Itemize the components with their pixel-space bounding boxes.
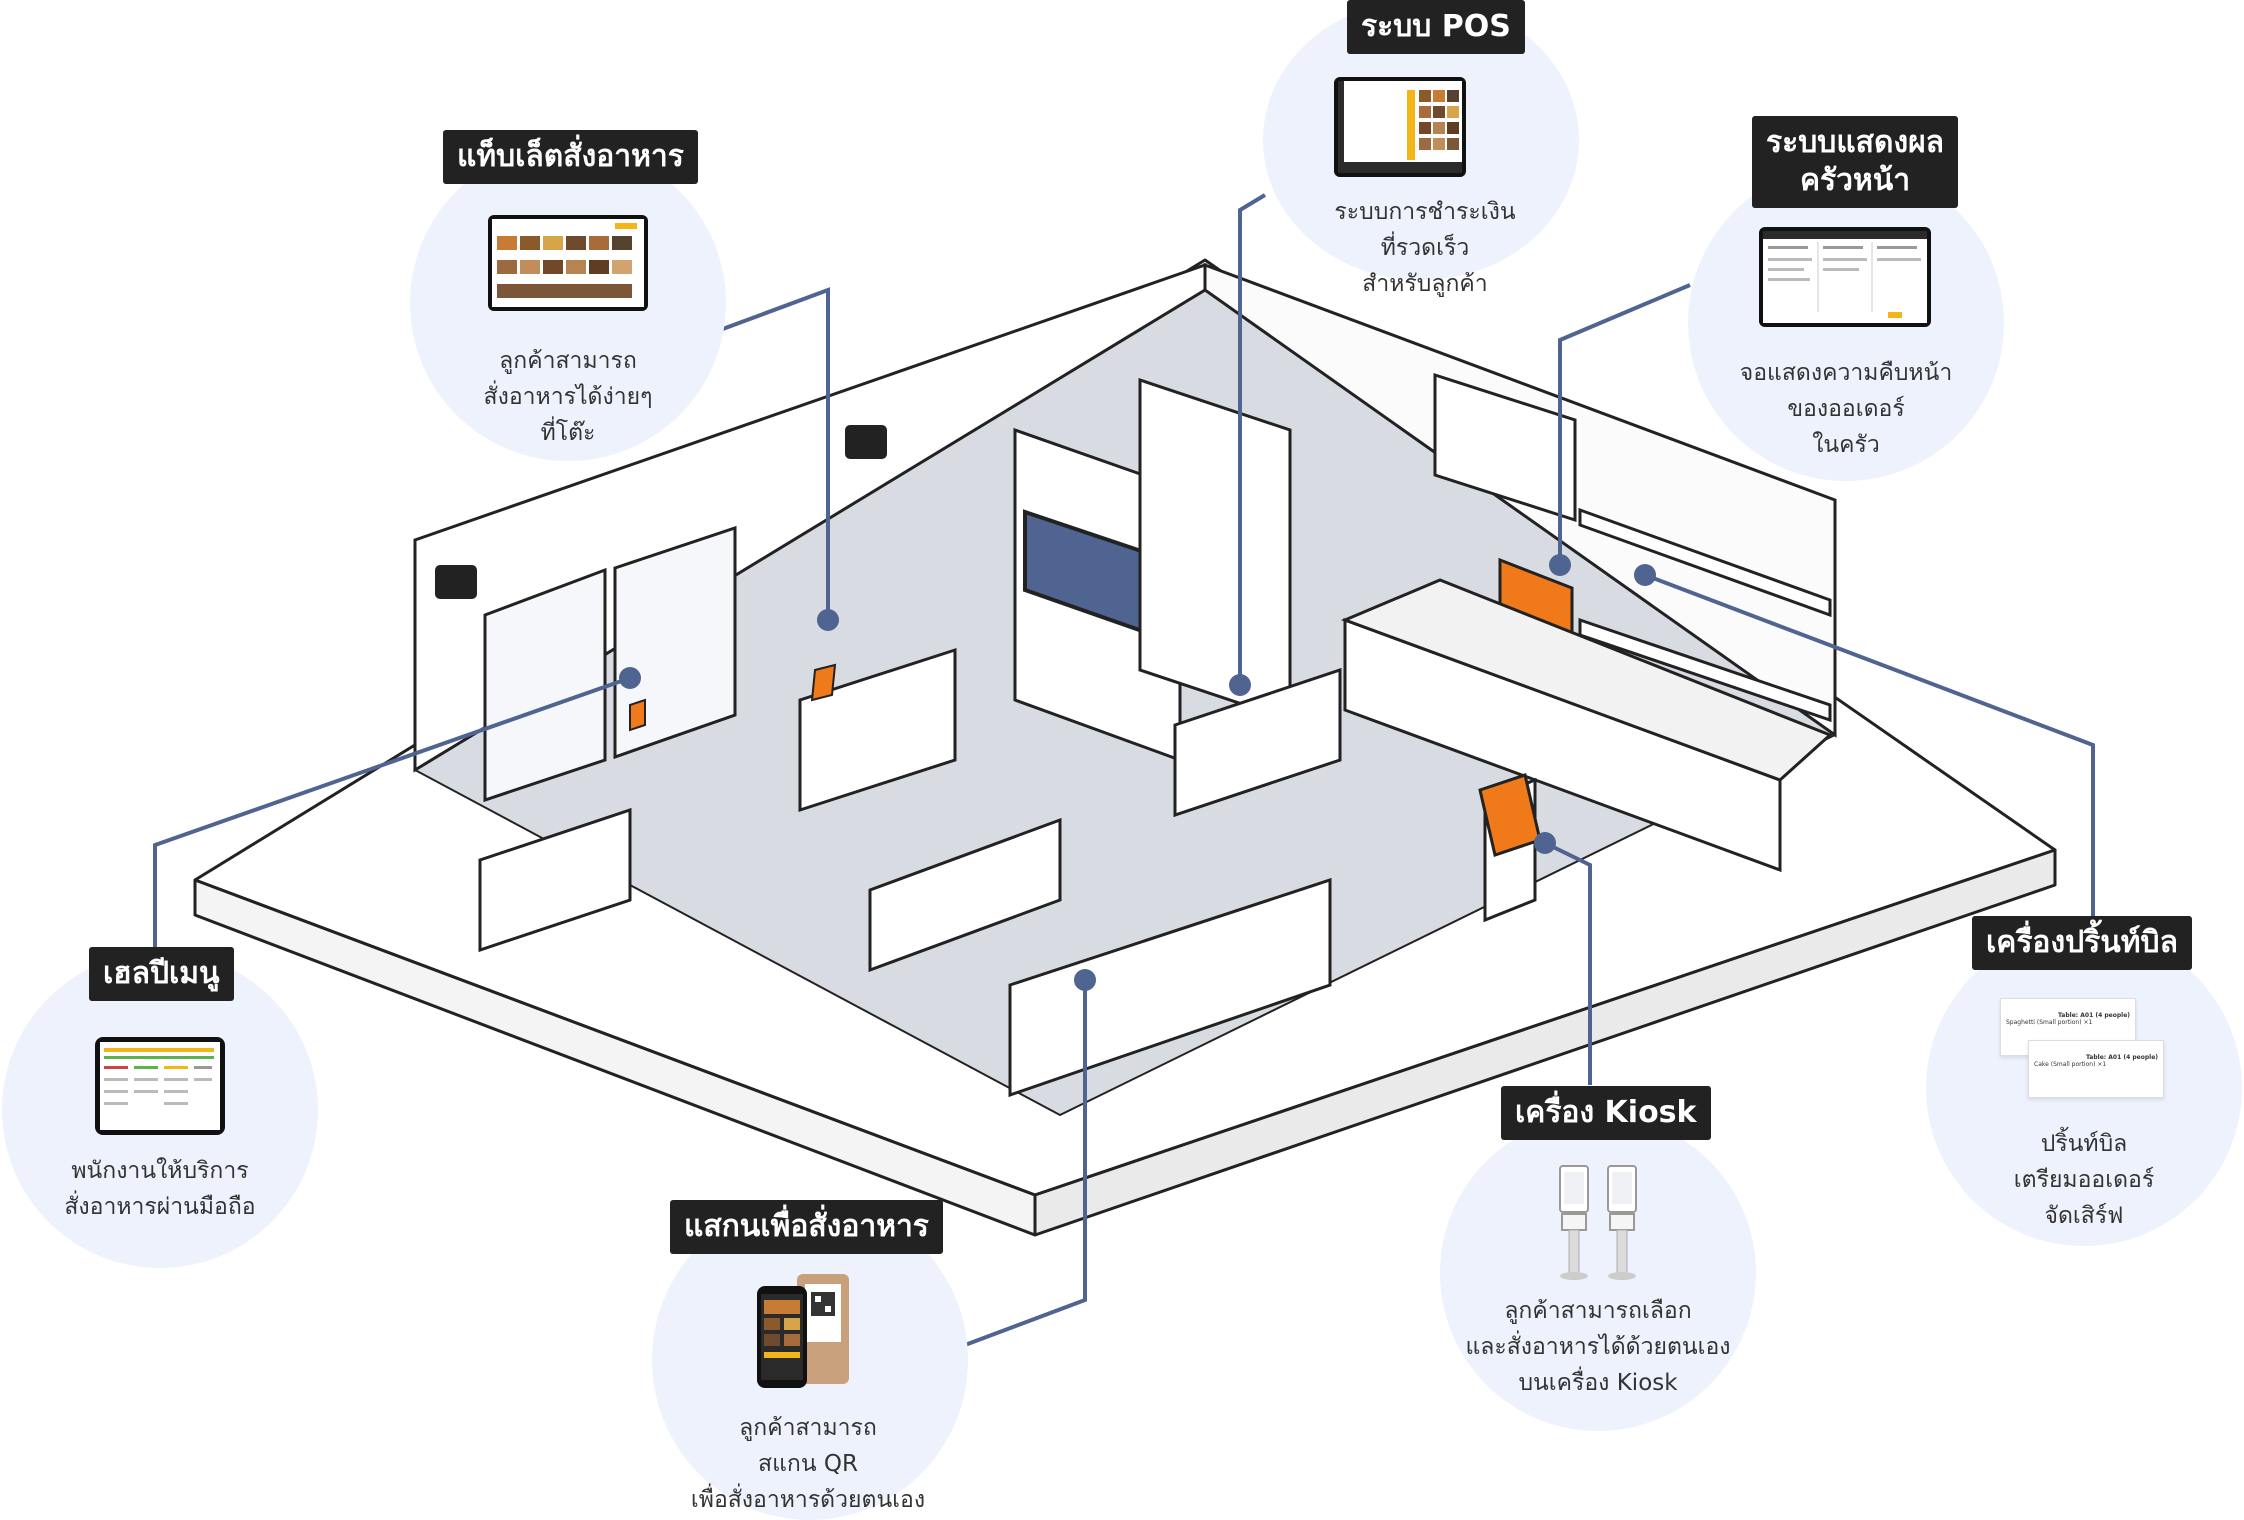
pos-label: ระบบ POS — [1347, 0, 1525, 54]
printer-label: เครื่องปริ้นท์บิล — [1972, 916, 2192, 970]
tablet-menu-screenshot — [488, 215, 648, 311]
receipt-item-2: Cake (Small portion) ×1 — [2034, 1061, 2107, 1068]
tablet-description: ลูกค้าสามารถ สั่งอาหารได้ง่ายๆ ที่โต๊ะ — [483, 348, 653, 446]
qr-phone-icon — [757, 1274, 849, 1388]
pos-terminal-screenshot — [1334, 77, 1466, 177]
callout-connector-lines — [153, 193, 2095, 1347]
kds-description: จอแสดงความคืบหน้า ของออเดอร์ ในครัว — [1739, 360, 1953, 458]
receipt-table-1: Table: A01 (4 people) — [2057, 1012, 2130, 1019]
table-tablet — [810, 663, 837, 702]
furniture — [478, 647, 1542, 1098]
kitchen-area — [1138, 372, 1833, 873]
callout-dots — [619, 554, 1656, 991]
receipt-item-1: Spaghetti (Small portion) ×1 — [2006, 1019, 2093, 1026]
receipt-front: Table: A01 (4 people) Cake (Small portio… — [2028, 1040, 2164, 1098]
callout-bubble-kiosk — [1440, 1115, 1756, 1431]
speaker-left — [435, 565, 477, 599]
kiosk-description: ลูกค้าสามารถเลือก และสั่งอาหารได้ด้วยตนเ… — [1465, 1298, 1731, 1396]
tablet-label: แท็บเล็ตสั่งอาหาร — [443, 130, 698, 184]
kitchen-display-screenshot — [1759, 227, 1931, 327]
handy-label: เฮลปีเมนู — [89, 947, 234, 1001]
kiosk-machine-icon — [1559, 1165, 1637, 1280]
kds-label: ระบบแสดงผล ครัวหน้า — [1752, 116, 1959, 208]
receipt-slip-icon: Table: A01 (4 people) Spaghetti (Small p… — [2000, 998, 2164, 1106]
handheld-device-screenshot — [95, 1037, 225, 1135]
handy-description: พนักงานให้บริการ สั่งอาหารผ่านมือถือ — [64, 1158, 256, 1220]
printer-description: ปริ้นท์บิล เตรียมออเดอร์ จัดเสิร์ฟ — [2013, 1131, 2155, 1229]
kiosk-label: เครื่อง Kiosk — [1501, 1086, 1711, 1140]
qr-label: แสกนเพื่อสั่งอาหาร — [670, 1200, 943, 1254]
handheld-device — [629, 698, 646, 732]
speaker-center — [845, 425, 887, 459]
qr-description: ลูกค้าสามารถ สแกน QR เพื่อสั่งอาหารด้วยต… — [690, 1415, 926, 1513]
pos-description: ระบบการชำระเงิน ที่รวดเร็ว สำหรับลูกค้า — [1334, 199, 1516, 297]
receipt-table-2: Table: A01 (4 people) — [2085, 1054, 2158, 1061]
